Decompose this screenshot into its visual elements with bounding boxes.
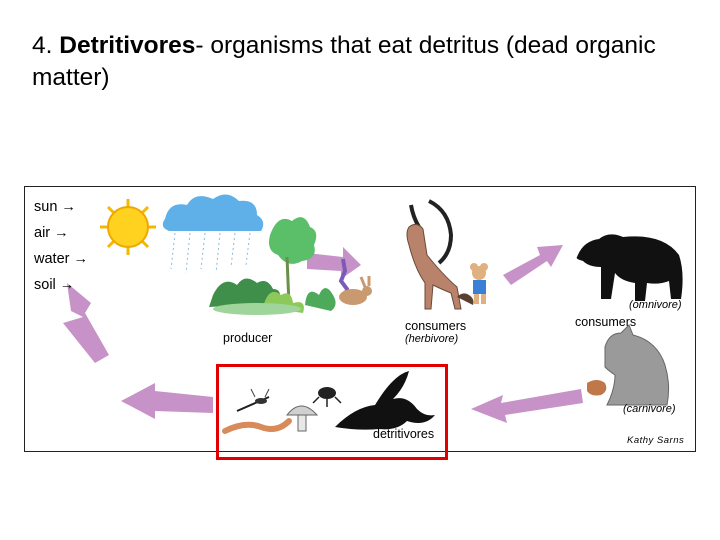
mouse-icon (470, 263, 488, 304)
heading-number: 4. (32, 32, 52, 59)
resource-soil-label: soil → (34, 277, 74, 293)
arrow-carnivore-to-detritivores (471, 389, 583, 423)
rabbit-icon (339, 276, 372, 305)
producer-label: producer (223, 331, 272, 345)
omnivore-consumers-label: consumers (575, 315, 636, 329)
deer-icon (407, 201, 474, 309)
arrow-herbivore-to-omnivore (503, 245, 563, 285)
resource-air-label: air → (34, 225, 69, 241)
slide-heading: 4. Detritivores- organisms that eat detr… (32, 30, 692, 94)
heading-term: Detritivores (59, 32, 195, 59)
detritivores-highlight-box (216, 364, 448, 460)
arrow-detritivores-to-soil (121, 383, 213, 419)
herbivore-note-label: (herbivore) (405, 333, 458, 345)
omnivore-note-label: (omnivore) (629, 299, 682, 311)
bear-icon (577, 234, 683, 301)
arrow-soil-to-sun (63, 283, 109, 363)
resource-water-label: water → (34, 251, 88, 267)
wolf-icon (587, 325, 669, 405)
artist-signature: Kathy Sarns (627, 435, 684, 446)
resource-sun-label: sun → (34, 199, 76, 215)
herbivore-consumers-label: consumers (405, 319, 466, 333)
sun-icon (100, 199, 156, 255)
carnivore-note-label: (carnivore) (623, 403, 676, 415)
arrow-producer-to-herbivore (307, 247, 361, 279)
rain-cloud-icon (163, 194, 264, 273)
